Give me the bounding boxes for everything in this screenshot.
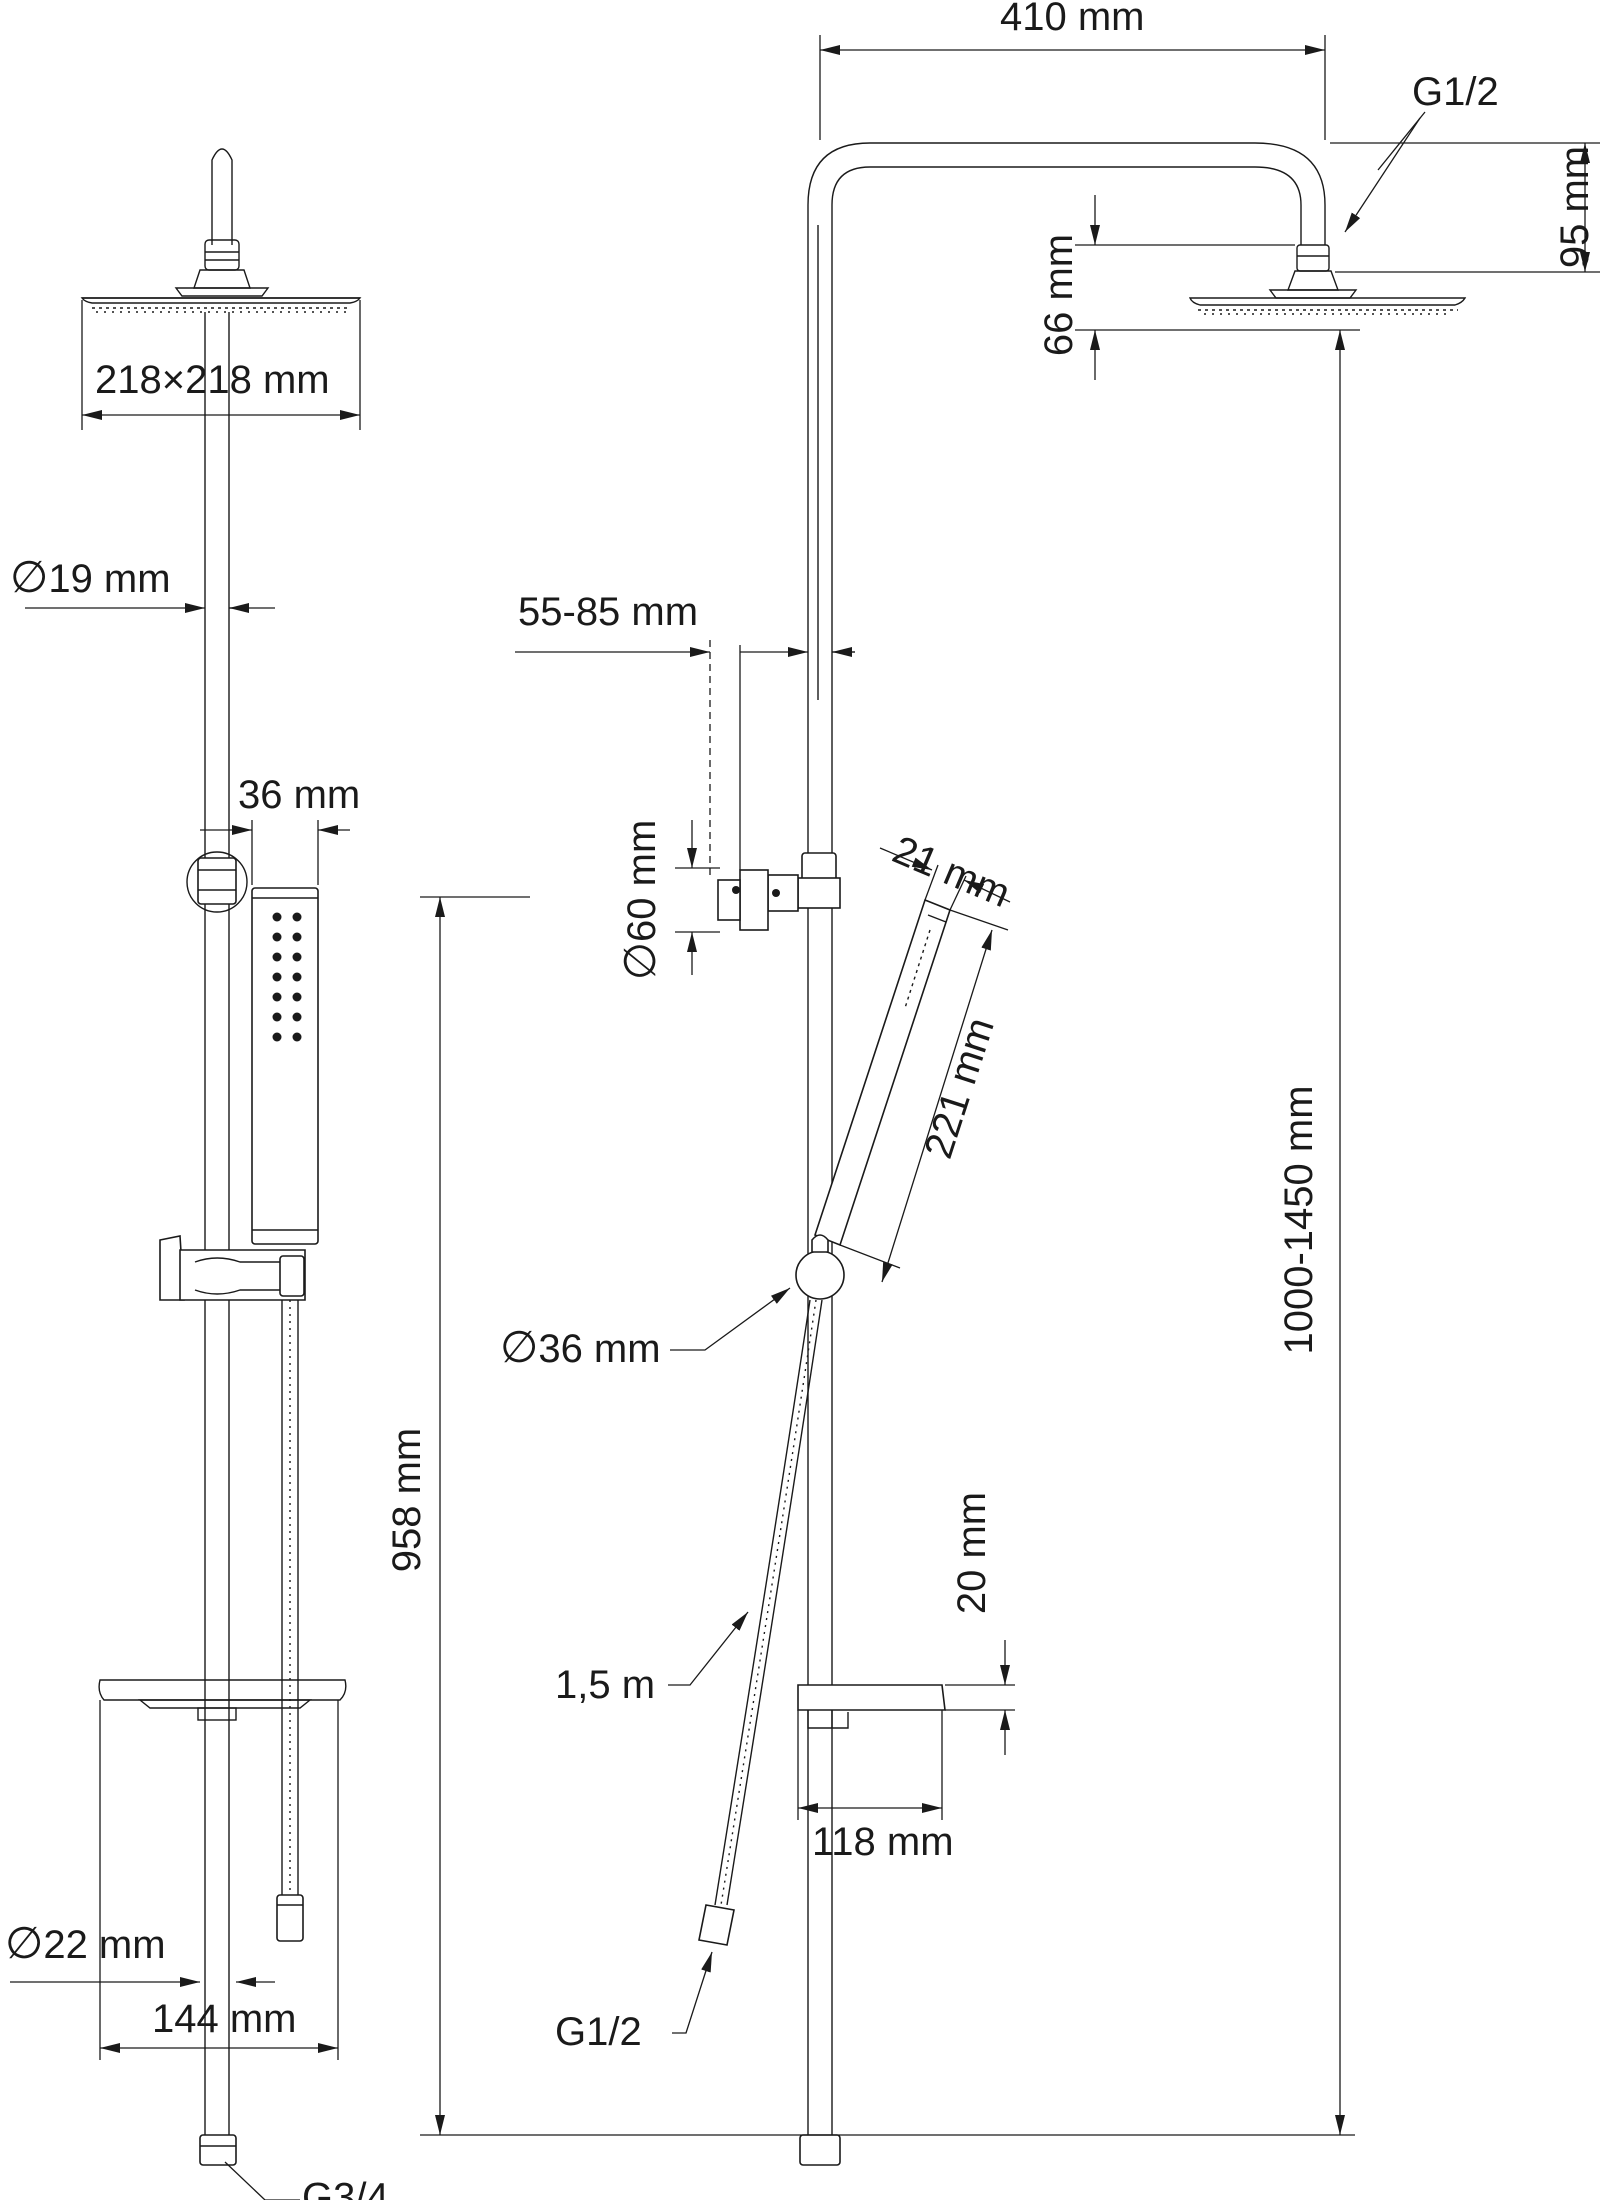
front-dimensions: 218×218 mm ∅19 mm 36 mm 958 mm ∅22 mm 14… [5,300,530,2200]
shelf-depth-label: 118 mm [812,1820,954,1864]
diameter-symbol-3: ∅ [616,942,665,980]
slider-holder-front [159,1235,306,1301]
height-958-label: 958 mm [385,1428,429,1573]
shelf-width-label: 144 mm [152,1997,297,2041]
bracket-diameter-label: ∅60 mm [616,820,665,981]
arm-drop-label: 95 mm [1553,146,1597,268]
total-height-label: 1000-1450 mm [1277,1085,1321,1354]
hose-front [276,1300,304,1942]
hose-thread-label: G1/2 [555,2010,642,2054]
bracket-diameter-value: 60 mm [620,820,664,942]
wall-bracket-side [717,852,841,931]
head-drop-label: 66 mm [1037,234,1081,356]
rod-diameter-value: 19 mm [48,557,170,601]
bracket-depth-label: 55-85 mm [518,590,698,634]
spray-nozzles [272,912,302,1042]
hand-diameter-label: 21 mm [886,828,1016,916]
slider-diameter-label: ∅36 mm [500,1323,661,1372]
arm-thread-label: G1/2 [1412,70,1499,114]
hand-length-label: 221 mm [916,1012,1002,1163]
diameter-symbol-4: ∅ [500,1323,538,1372]
inlet-thread-label: G3/4 [302,2176,389,2200]
shelf-height-label: 20 mm [950,1492,994,1614]
hand-shower-front [251,887,319,1245]
rod-diameter-label: ∅19 mm [10,553,171,602]
rain-head-nozzles [92,307,350,313]
base-diameter-label: ∅22 mm [5,1919,166,1968]
base-diameter-value: 22 mm [43,1923,165,1967]
hose-side [698,1299,823,1946]
slider-diameter-value: 36 mm [538,1327,660,1371]
hose-length-label: 1,5 m [555,1663,655,1707]
shelf-side [797,1684,946,1729]
front-view [80,148,362,2166]
side-dimensions: 410 mm G1/2 95 mm 66 mm 55-85 mm ∅60 mm [420,0,1600,2136]
head-size-label: 218×218 mm [95,358,330,402]
arm-reach-label: 410 mm [1000,0,1145,39]
handshower-offset-label: 36 mm [238,773,360,817]
diameter-symbol: ∅ [10,553,48,602]
shelf-front [98,1679,347,1721]
hand-shower-side [814,898,951,1247]
diameter-symbol-2: ∅ [5,1919,43,1968]
